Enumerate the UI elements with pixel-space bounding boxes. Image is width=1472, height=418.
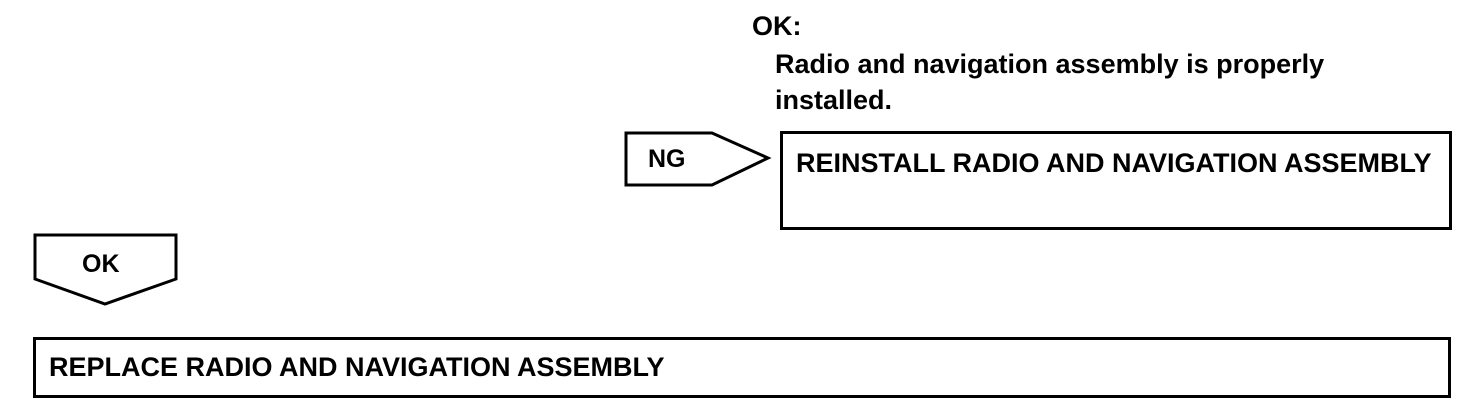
final-action-box: REPLACE RADIO AND NAVIGATION ASSEMBLY bbox=[33, 337, 1451, 398]
ok-criteria-label: OK: bbox=[752, 11, 802, 41]
ok-arrow-label: OK bbox=[82, 250, 120, 278]
ng-action-text: REINSTALL RADIO AND NAVIGATION ASSEMBLY bbox=[796, 148, 1432, 178]
ok-criteria-text: Radio and navigation assembly is properl… bbox=[775, 49, 1325, 115]
ng-arrow-label: NG bbox=[648, 145, 686, 173]
final-action-text: REPLACE RADIO AND NAVIGATION ASSEMBLY bbox=[49, 352, 665, 382]
ng-arrow-icon bbox=[624, 131, 772, 187]
ng-action-box: REINSTALL RADIO AND NAVIGATION ASSEMBLY bbox=[780, 131, 1452, 230]
ok-arrow-icon bbox=[33, 233, 178, 306]
